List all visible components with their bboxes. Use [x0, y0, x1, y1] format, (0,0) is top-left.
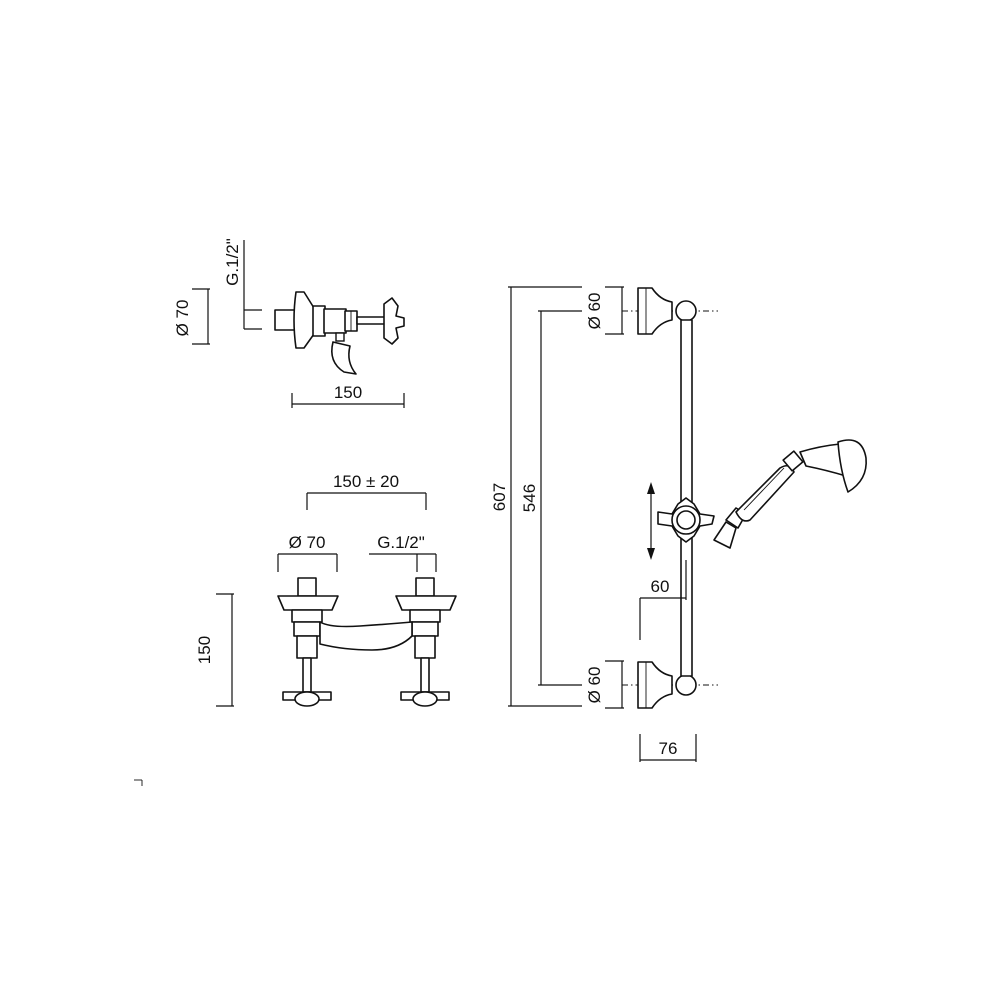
front-diameter-label: Ø 70: [289, 533, 326, 552]
front-thread-label: G.1/2": [377, 533, 425, 552]
side-view-mixer: [192, 240, 405, 408]
rail-offset-label: 60: [651, 577, 670, 596]
side-thread-label: G.1/2": [223, 238, 242, 286]
side-width-label: 150: [334, 383, 362, 402]
rail-overall-height-label: 607: [490, 483, 509, 511]
side-diameter-label: Ø 70: [173, 300, 192, 337]
front-centers-label: 150 ± 20: [333, 472, 399, 491]
front-height-label: 150: [195, 636, 214, 664]
corner-mark: [134, 779, 143, 786]
rail-depth-label: 76: [659, 739, 678, 758]
front-view-mixer: [216, 492, 457, 707]
rail-top-diameter-label: Ø 60: [585, 293, 604, 330]
rail-bottom-diameter-label: Ø 60: [585, 667, 604, 704]
rail-inner-height-label: 546: [520, 484, 539, 512]
shower-rail: [508, 286, 867, 762]
